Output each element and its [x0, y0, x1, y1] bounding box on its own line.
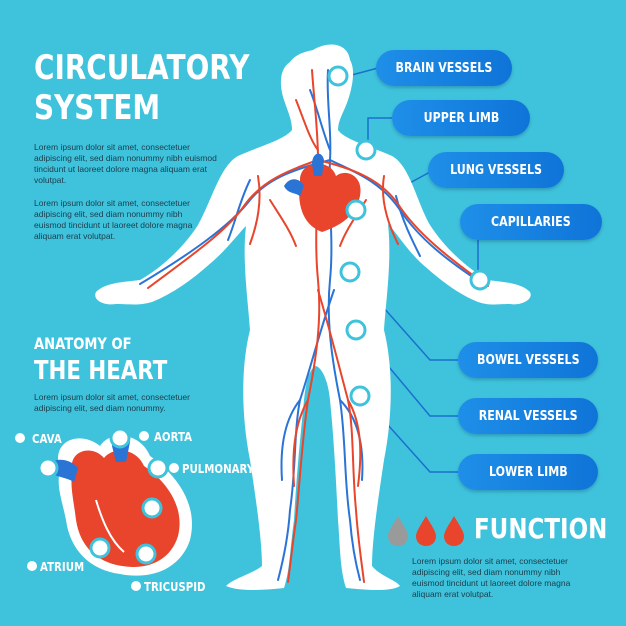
anatomy-paragraph: Lorem ipsum dolor sit amet, consectetuer… — [34, 392, 190, 413]
function-title: FUNCTION — [474, 512, 608, 545]
body-heart-illustration — [284, 153, 361, 232]
anatomy-markers — [15, 427, 179, 591]
blood-drops-icon — [388, 516, 464, 546]
pill-bowel-vessels: BOWEL VESSELS — [458, 342, 598, 378]
page-title-line2: SYSTEM — [34, 88, 161, 128]
intro-paragraph-2: Lorem ipsum dolor sit amet, consectetuer… — [34, 198, 193, 241]
label-cava: CAVA — [32, 432, 62, 446]
page-title-line1: CIRCULATORY — [34, 48, 250, 88]
anatomy-title-line2: THE HEART — [34, 356, 168, 386]
pill-lung-vessels: LUNG VESSELS — [428, 152, 564, 188]
function-paragraph: Lorem ipsum dolor sit amet, consectetuer… — [412, 556, 571, 599]
label-aorta: AORTA — [154, 430, 193, 444]
pill-renal-vessels: RENAL VESSELS — [458, 398, 598, 434]
label-atrium: ATRIUM — [40, 560, 85, 574]
anatomy-title-line1: ANATOMY OF — [34, 334, 132, 353]
intro-paragraph-1: Lorem ipsum dolor sit amet, consectetuer… — [34, 142, 217, 185]
pill-brain-vessels: BRAIN VESSELS — [376, 50, 512, 86]
label-pulmonary: PULMONARY — [182, 462, 255, 476]
label-tricuspid: TRICUSPID — [144, 580, 206, 594]
body-silhouette — [95, 44, 531, 590]
pill-upper-limb: UPPER LIMB — [392, 100, 530, 136]
pill-capillaries: CAPILLARIES — [460, 204, 602, 240]
pill-lower-limb: LOWER LIMB — [458, 454, 598, 490]
anatomy-heart-illustration — [44, 434, 192, 576]
body-markers — [327, 65, 491, 407]
